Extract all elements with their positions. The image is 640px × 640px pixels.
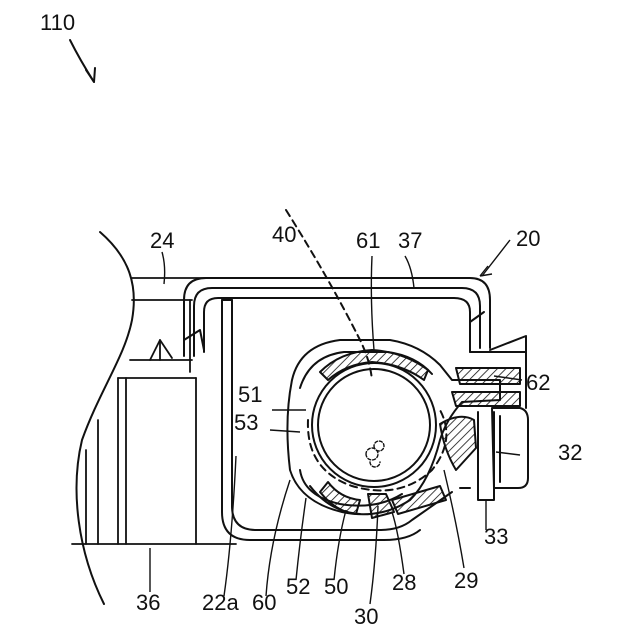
figure-number-label: 110 [40,10,75,35]
cover-inner-2 [204,298,470,352]
latch-62b [452,392,520,406]
label-36: 36 [136,590,160,615]
label-37: 37 [398,228,422,253]
label-20: 20 [516,226,540,251]
label-52: 52 [286,574,310,599]
cover-outer [184,278,490,356]
pipe-40-outer [312,363,436,487]
label-22a: 22a [202,590,239,615]
label-30: 30 [354,604,378,629]
label-61: 61 [356,228,380,253]
latch-62 [456,368,520,384]
label-28: 28 [392,570,416,595]
wire-cluster [366,441,384,467]
reference-labels: 110 24 40 61 37 20 51 53 62 32 33 29 28 … [40,10,582,629]
block-32 [492,408,528,488]
label-40: 40 [272,222,296,247]
seal-30 [368,494,394,518]
label-24: 24 [150,228,174,253]
label-50: 50 [324,574,348,599]
label-60: 60 [252,590,276,615]
label-33: 33 [484,524,508,549]
label-51: 51 [238,382,262,407]
label-62: 62 [526,370,550,395]
block-29 [440,417,476,470]
body-outline [72,278,236,544]
label-32: 32 [558,440,582,465]
cover-fold-right [470,312,484,322]
label-53: 53 [234,410,258,435]
pipe-40-inner [318,369,430,481]
label-29: 29 [454,568,478,593]
